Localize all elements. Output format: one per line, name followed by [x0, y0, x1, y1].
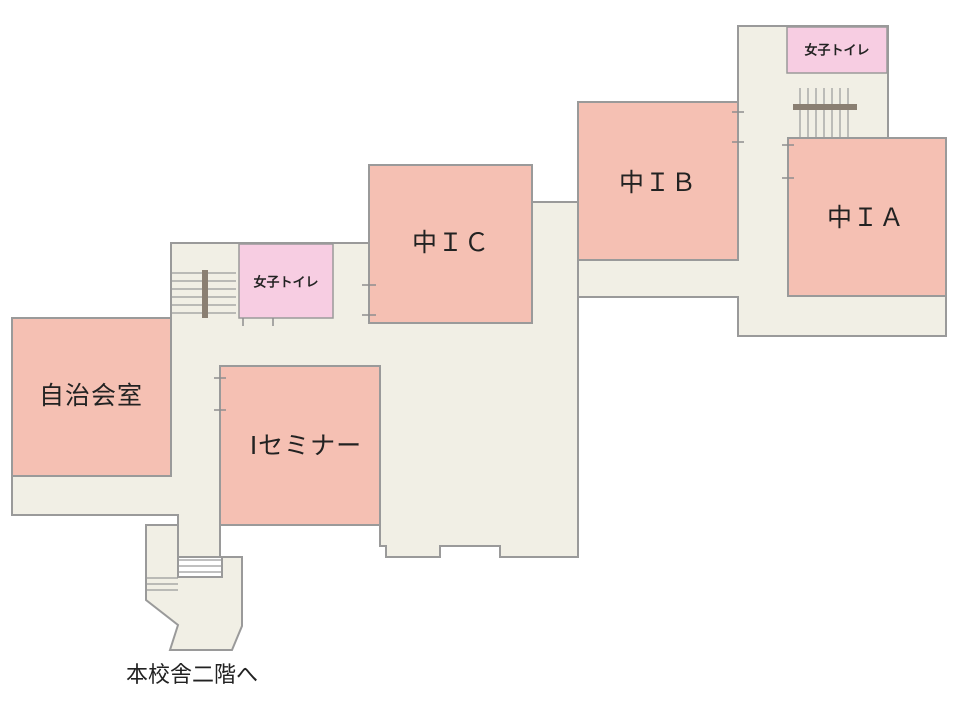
room-i-seminar[interactable]: Iセミナー: [219, 365, 381, 526]
room-label-i-seminar: Iセミナー: [250, 431, 362, 460]
stairs-top-right: [793, 88, 857, 138]
toilet-right[interactable]: 女子トイレ: [786, 26, 888, 74]
room-chu-1b[interactable]: 中ＩＢ: [577, 101, 739, 261]
door-marks: [214, 111, 794, 411]
room-chu-1c[interactable]: 中ＩＣ: [368, 164, 533, 324]
exit-label-main-building-2f: 本校舎二階へ: [126, 663, 258, 688]
stairwell-left: [145, 524, 243, 651]
stairs-top-left: [171, 270, 236, 318]
toilet-label-left: 女子トイレ: [253, 275, 318, 291]
toilet-label-right: 女子トイレ: [804, 43, 869, 59]
toilet-left[interactable]: 女子トイレ: [238, 243, 334, 319]
room-label-chu-1b: 中ＩＢ: [619, 168, 697, 197]
stairs-bottom-left: [146, 559, 222, 591]
room-chu-1a[interactable]: 中ＩＡ: [787, 137, 947, 297]
room-label-chu-1a: 中ＩＡ: [827, 203, 905, 232]
room-label-jichikai: 自治会室: [39, 381, 143, 410]
room-jichikai[interactable]: 自治会室: [11, 317, 172, 477]
room-label-chu-1c: 中ＩＣ: [412, 228, 490, 257]
